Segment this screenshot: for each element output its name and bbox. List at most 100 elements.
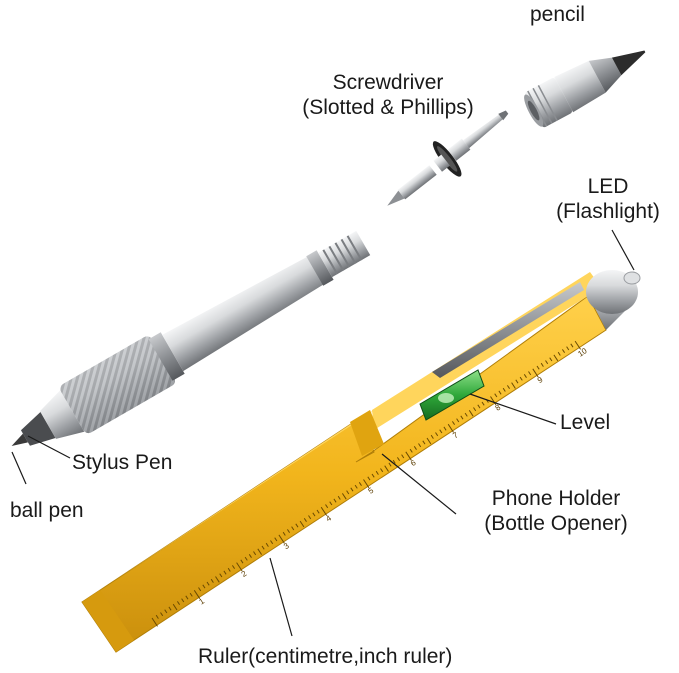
ruler-tick (396, 457, 401, 461)
ruler-tick (337, 495, 341, 500)
ruler-tick (570, 343, 574, 348)
ruler-tick (168, 606, 172, 611)
ruler-tick (189, 592, 193, 597)
ruler-tick (286, 529, 291, 533)
ruler-tick (439, 429, 443, 434)
ruler-tick (350, 487, 354, 492)
ruler-tick (164, 609, 168, 614)
ruler-ticks (151, 340, 582, 627)
leader-lines (11, 229, 635, 637)
leader-ball-pen (11, 451, 27, 485)
ruler-tick (261, 545, 265, 550)
ruler-tick (490, 396, 497, 406)
ruler-tick (523, 374, 527, 378)
ruler-tick (312, 512, 316, 517)
ruler-tick (481, 401, 485, 406)
ruler-tick (308, 515, 312, 520)
ruler-tick (329, 501, 333, 506)
ruler-tick (498, 390, 502, 395)
pencil-lead (611, 50, 646, 76)
ruler-tick (354, 484, 358, 489)
ruler-tick (384, 465, 389, 472)
ruler-tick (451, 421, 456, 425)
ruler-tick (185, 595, 189, 600)
ruler-number: 9 (536, 375, 545, 385)
leader-level (469, 393, 557, 425)
ruler-tick (574, 340, 582, 350)
ruler-tick (325, 504, 329, 509)
ruler-tick (502, 387, 506, 392)
ruler-tick (333, 498, 337, 503)
ruler-number: 1 (197, 596, 206, 606)
ruler-tick (278, 534, 285, 544)
ruler-number: 3 (282, 541, 291, 551)
ruler-tick (270, 540, 274, 545)
ruler-tick (401, 454, 405, 459)
ruler-tick (257, 548, 263, 555)
ruler-tick (460, 415, 464, 420)
ruler-number: 8 (494, 402, 503, 412)
ruler-tick (295, 523, 299, 528)
ruler-tick (181, 598, 185, 603)
ruler-tick (528, 371, 532, 376)
ruler-tick (248, 554, 252, 558)
leader-stylus (27, 435, 71, 459)
label-led: LED (Flashlight) (556, 175, 660, 223)
ruler-tick (215, 576, 220, 583)
ruler-tick (418, 443, 422, 448)
ruler-tick (202, 584, 206, 589)
label-screwdriver: Screwdriver (Slotted & Phillips) (302, 71, 474, 119)
ruler-number: 6 (409, 458, 418, 468)
ruler-tick (468, 410, 474, 417)
pen-barrel (162, 256, 325, 372)
pocket-clip (432, 282, 584, 378)
label-stylus-pen: Stylus Pen (72, 451, 173, 474)
ruler-tick (545, 360, 549, 365)
ruler-tick (435, 432, 439, 437)
ruler-tick (303, 518, 307, 522)
ruler-number: 2 (240, 569, 249, 579)
ruler-number: 7 (451, 430, 460, 440)
ruler-tick (172, 603, 178, 611)
ruler-tick (231, 565, 236, 569)
ruler-tick (371, 473, 375, 478)
ruler-tick (240, 559, 244, 564)
ruler-tick (253, 551, 257, 556)
ruler-tick (282, 531, 286, 536)
ruler-tick (206, 581, 210, 586)
ruler-number: 4 (324, 513, 333, 523)
phone-holder-notch (350, 410, 384, 456)
ruler-tick (413, 446, 417, 450)
ruler-tick (540, 362, 544, 367)
level-vial (419, 369, 485, 421)
screwdriver-bit (387, 110, 509, 206)
ruler-tick (223, 570, 227, 575)
ruler-tick (506, 385, 511, 389)
leader-led (611, 229, 635, 271)
label-ruler: Ruler(centimetre,inch ruler) (198, 645, 453, 668)
ruler-tick (561, 349, 566, 353)
ruler-tick (532, 368, 539, 378)
ruler-tick (388, 462, 392, 467)
ruler-tick (392, 459, 396, 464)
ruler-tick (160, 612, 164, 617)
ruler-tick (405, 451, 412, 461)
ruler-tick (375, 470, 379, 475)
ruler-tick (227, 567, 231, 572)
label-ball-pen: ball pen (10, 499, 84, 522)
stylus-pen-body (11, 230, 371, 446)
ruler-tick (176, 601, 181, 605)
ruler-tick (464, 412, 468, 417)
ruler-tick (447, 423, 455, 433)
ruler-tick (265, 542, 269, 547)
ruler-tick (219, 573, 223, 578)
label-pencil: pencil (530, 3, 585, 26)
ruler-tick (494, 393, 498, 398)
ruler-tick (358, 482, 362, 486)
leader-ruler (269, 557, 293, 637)
threaded-end (318, 230, 371, 278)
ruler-tick (511, 382, 516, 389)
ruler-tick (274, 537, 278, 542)
